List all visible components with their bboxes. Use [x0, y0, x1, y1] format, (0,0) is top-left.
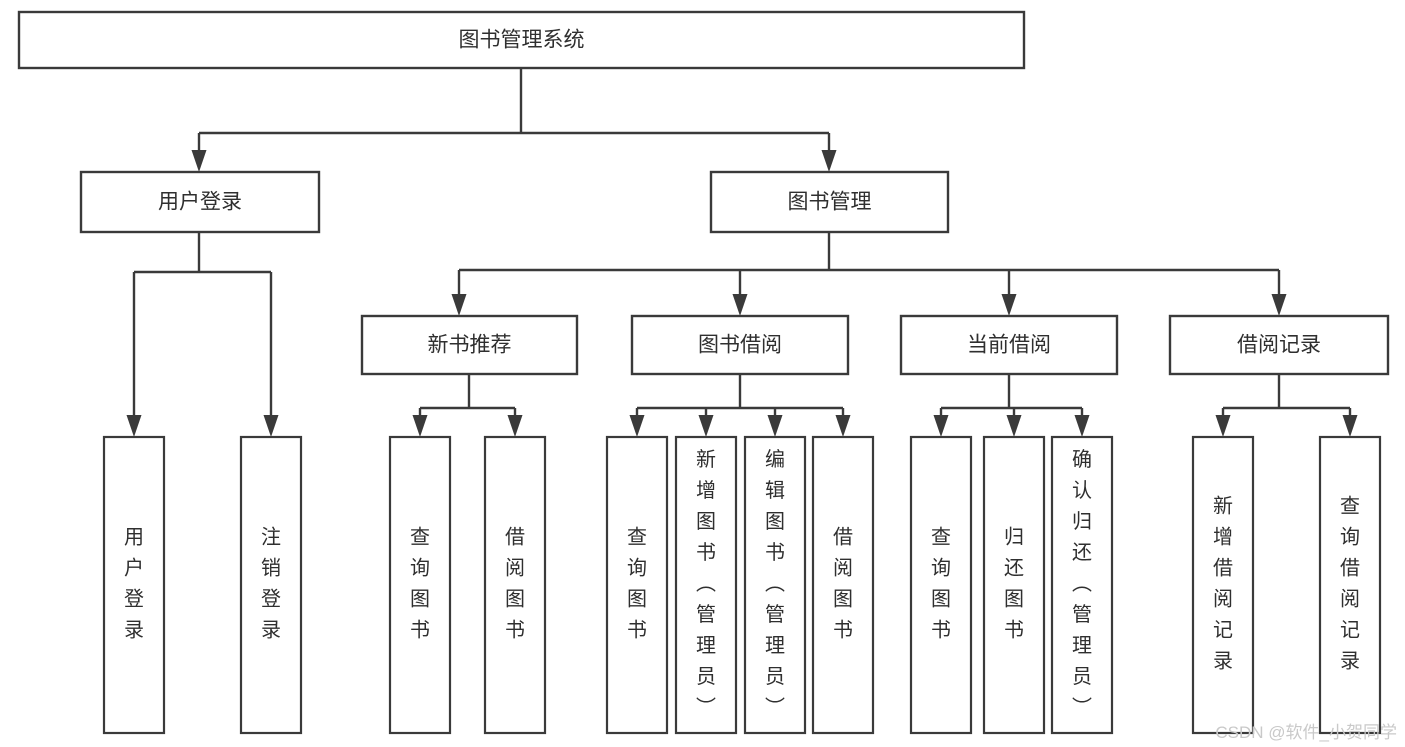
arrow-head-icon [933, 415, 949, 437]
node-leaf-user-login[interactable]: 用户登录 [102, 435, 166, 735]
node-label: 归还图书 [1004, 526, 1024, 642]
node-root[interactable]: 图书管理系统 [17, 10, 1026, 70]
node-leaf-query-book-rec[interactable]: 查询图书 [388, 435, 452, 735]
connector-root-to-level1 [191, 68, 837, 172]
node-label: 新增图书︵管理员︶ [696, 448, 716, 719]
node-box [899, 314, 1119, 376]
arrow-head-icon [698, 415, 714, 437]
arrow-head-icon [126, 415, 142, 437]
node-box [17, 10, 1026, 70]
node-box [483, 435, 547, 735]
node-label: 图书借阅 [698, 334, 782, 357]
node-current-borrow[interactable]: 当前借阅 [899, 314, 1119, 376]
arrow-head-icon [821, 150, 837, 172]
node-leaf-return-book[interactable]: 归还图书 [982, 435, 1046, 735]
connector-new-book-recommend-to-leaves [412, 374, 523, 437]
node-label: 新书推荐 [428, 334, 512, 357]
arrow-head-icon [1006, 415, 1022, 437]
node-leaf-logout-login[interactable]: 注销登录 [239, 435, 303, 735]
node-label: 借阅图书 [505, 526, 525, 642]
node-box [79, 170, 321, 234]
node-new-book-recommend[interactable]: 新书推荐 [360, 314, 579, 376]
node-leaf-query-borrow-record[interactable]: 查询借阅记录 [1318, 435, 1382, 735]
node-label: 新增借阅记录 [1213, 495, 1233, 673]
node-label: 借阅图书 [833, 526, 853, 642]
node-label: 借阅记录 [1237, 334, 1321, 357]
node-leaf-add-borrow-record[interactable]: 新增借阅记录 [1191, 435, 1255, 735]
arrow-head-icon [1342, 415, 1358, 437]
node-label: 查询图书 [627, 526, 647, 642]
arrow-head-icon [767, 415, 783, 437]
arrow-head-icon [629, 415, 645, 437]
node-layer: 图书管理系统用户登录图书管理新书推荐图书借阅当前借阅借阅记录用户登录注销登录查询… [17, 10, 1390, 735]
node-label: 确认归还︵管理员︶ [1072, 448, 1092, 719]
node-label: 编辑图书︵管理员︶ [765, 448, 785, 719]
node-box [1191, 435, 1255, 735]
node-box [674, 435, 738, 735]
node-box [743, 435, 807, 735]
node-label: 用户登录 [124, 527, 144, 642]
connector-book-borrow-to-leaves [629, 374, 851, 437]
arrow-head-icon [507, 415, 523, 437]
node-book-manage[interactable]: 图书管理 [709, 170, 950, 234]
node-leaf-borrow-book-rec[interactable]: 借阅图书 [483, 435, 547, 735]
node-label: 注销登录 [261, 526, 281, 642]
node-user-login[interactable]: 用户登录 [79, 170, 321, 234]
arrow-head-icon [1001, 294, 1017, 316]
node-box [1168, 314, 1390, 376]
node-label: 查询借阅记录 [1340, 495, 1360, 673]
node-label: 查询图书 [931, 526, 951, 642]
node-leaf-add-book-admin[interactable]: 新增图书︵管理员︶ [674, 435, 738, 735]
node-box [709, 170, 950, 234]
node-leaf-query-book-current[interactable]: 查询图书 [909, 435, 973, 735]
connector-current-borrow-to-leaves [933, 374, 1090, 437]
node-leaf-borrow-book[interactable]: 借阅图书 [811, 435, 875, 735]
node-box [982, 435, 1046, 735]
node-box [1318, 435, 1382, 735]
node-leaf-query-book-borrow[interactable]: 查询图书 [605, 435, 669, 735]
connector-book-manage-to-level2 [451, 232, 1287, 316]
node-label: 图书管理 [788, 191, 872, 214]
node-box [605, 435, 669, 735]
node-leaf-confirm-return-admin[interactable]: 确认归还︵管理员︶ [1050, 435, 1114, 735]
node-label: 图书管理系统 [459, 29, 585, 52]
arrow-head-icon [263, 415, 279, 437]
arrow-head-icon [1271, 294, 1287, 316]
arrow-head-icon [732, 294, 748, 316]
arrow-head-icon [451, 294, 467, 316]
node-box [1050, 435, 1114, 735]
node-label: 用户登录 [158, 191, 242, 214]
connector-borrow-record-to-leaves [1215, 374, 1358, 437]
connector-user-login-to-leaves [126, 232, 279, 437]
node-box [239, 435, 303, 735]
node-box [360, 314, 579, 376]
node-box [388, 435, 452, 735]
arrow-head-icon [1074, 415, 1090, 437]
node-box [811, 435, 875, 735]
arrow-head-icon [412, 415, 428, 437]
node-borrow-record[interactable]: 借阅记录 [1168, 314, 1390, 376]
node-leaf-edit-book-admin[interactable]: 编辑图书︵管理员︶ [743, 435, 807, 735]
arrow-head-icon [191, 150, 207, 172]
connector-layer [126, 68, 1358, 437]
node-box [102, 435, 166, 735]
node-label: 查询图书 [410, 526, 430, 642]
node-label: 当前借阅 [967, 334, 1051, 357]
node-box [630, 314, 850, 376]
arrow-head-icon [1215, 415, 1231, 437]
node-box [909, 435, 973, 735]
csdn-watermark: CSDN @软件_小贺同学 [1215, 723, 1397, 742]
node-book-borrow[interactable]: 图书借阅 [630, 314, 850, 376]
arrow-head-icon [835, 415, 851, 437]
